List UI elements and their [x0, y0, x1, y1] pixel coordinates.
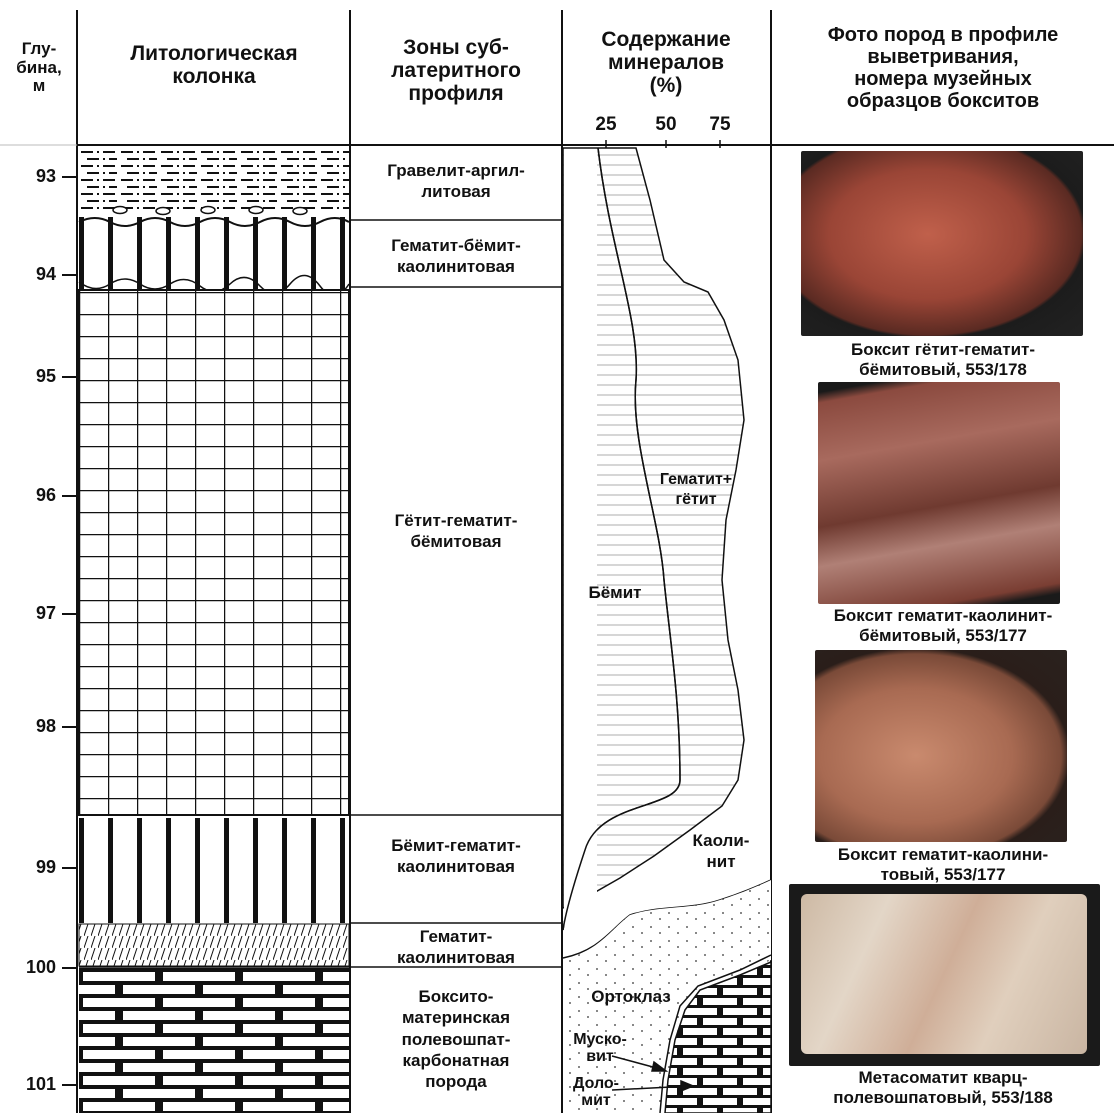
litho-gravelite [79, 148, 349, 210]
depth-label-95: 95 [4, 366, 56, 387]
lithology-column [79, 148, 349, 1113]
zone-label-hem-boehm-kaol: Гематит-бёмит- каолинитовая [352, 235, 560, 278]
rock-photo-1 [801, 151, 1083, 336]
photo-caption-3: Боксит гематит-каолини- товый, 553/177 [776, 845, 1110, 884]
depth-label-98: 98 [4, 716, 56, 737]
depth-label-100: 100 [4, 957, 56, 978]
litho-goethite-hematite [79, 290, 349, 815]
zone-label-parent-rock: Боксито- материнская полевошпат- карбона… [352, 986, 560, 1092]
mineral-label-muscovite: Муско- вит [560, 1032, 640, 1066]
scale-tick-50: 50 [646, 115, 686, 136]
depth-label-101: 101 [4, 1074, 56, 1095]
zone-label-gravelite: Гравелит-аргил- литовая [352, 160, 560, 203]
litho-hem-kaol [79, 924, 349, 966]
header-depth: Глу- бина, м [4, 40, 74, 96]
mineral-diagram [563, 140, 771, 1113]
mineral-label-boehmite: Бёмит [570, 582, 660, 603]
mineral-label-dolomite: Доло- мит [556, 1076, 636, 1110]
scale-tick-75: 75 [700, 115, 740, 136]
rock-photo-3 [815, 650, 1067, 842]
depth-label-99: 99 [4, 857, 56, 878]
header-photos: Фото пород в профиле выветривания, номер… [776, 24, 1110, 112]
depth-label-96: 96 [4, 485, 56, 506]
header-zones: Зоны суб- латеритного профиля [356, 36, 556, 105]
rock-slab [801, 894, 1087, 1054]
scale-tick-25: 25 [586, 115, 626, 136]
zone-label-goethite-hem-boehm: Гётит-гематит- бёмитовая [352, 510, 560, 553]
photo-caption-4: Метасоматит кварц- полевошпатовый, 553/1… [776, 1068, 1110, 1107]
depth-axis [62, 177, 77, 1085]
rock-photo-2 [818, 382, 1060, 604]
depth-label-97: 97 [4, 603, 56, 624]
photo-caption-2: Боксит гематит-каолинит- бёмитовый, 553/… [776, 606, 1110, 645]
mineral-label-orthoclase: Ортоклаз [566, 986, 696, 1007]
zone-label-boehm-hem-kaol: Бёмит-гематит- каолинитовая [352, 835, 560, 878]
zone-label-hem-kaol: Гематит- каолинитовая [352, 926, 560, 969]
header-minerals: Содержание минералов (%) [566, 28, 766, 97]
mineral-label-kaolinite: Каоли- нит [676, 830, 766, 873]
depth-label-94: 94 [4, 264, 56, 285]
photo-caption-1: Боксит гётит-гематит- бёмитовый, 553/178 [776, 340, 1110, 379]
litho-parent-rock [79, 968, 349, 1113]
litho-boehm-hem-kaol [79, 818, 349, 923]
depth-label-93: 93 [4, 166, 56, 187]
mineral-label-hematite: Гематит+ гётит [636, 470, 756, 510]
litho-hem-boehm-kaol [79, 217, 349, 289]
header-lithology: Литологическая колонка [88, 42, 340, 88]
rock-photo-4 [789, 884, 1100, 1066]
